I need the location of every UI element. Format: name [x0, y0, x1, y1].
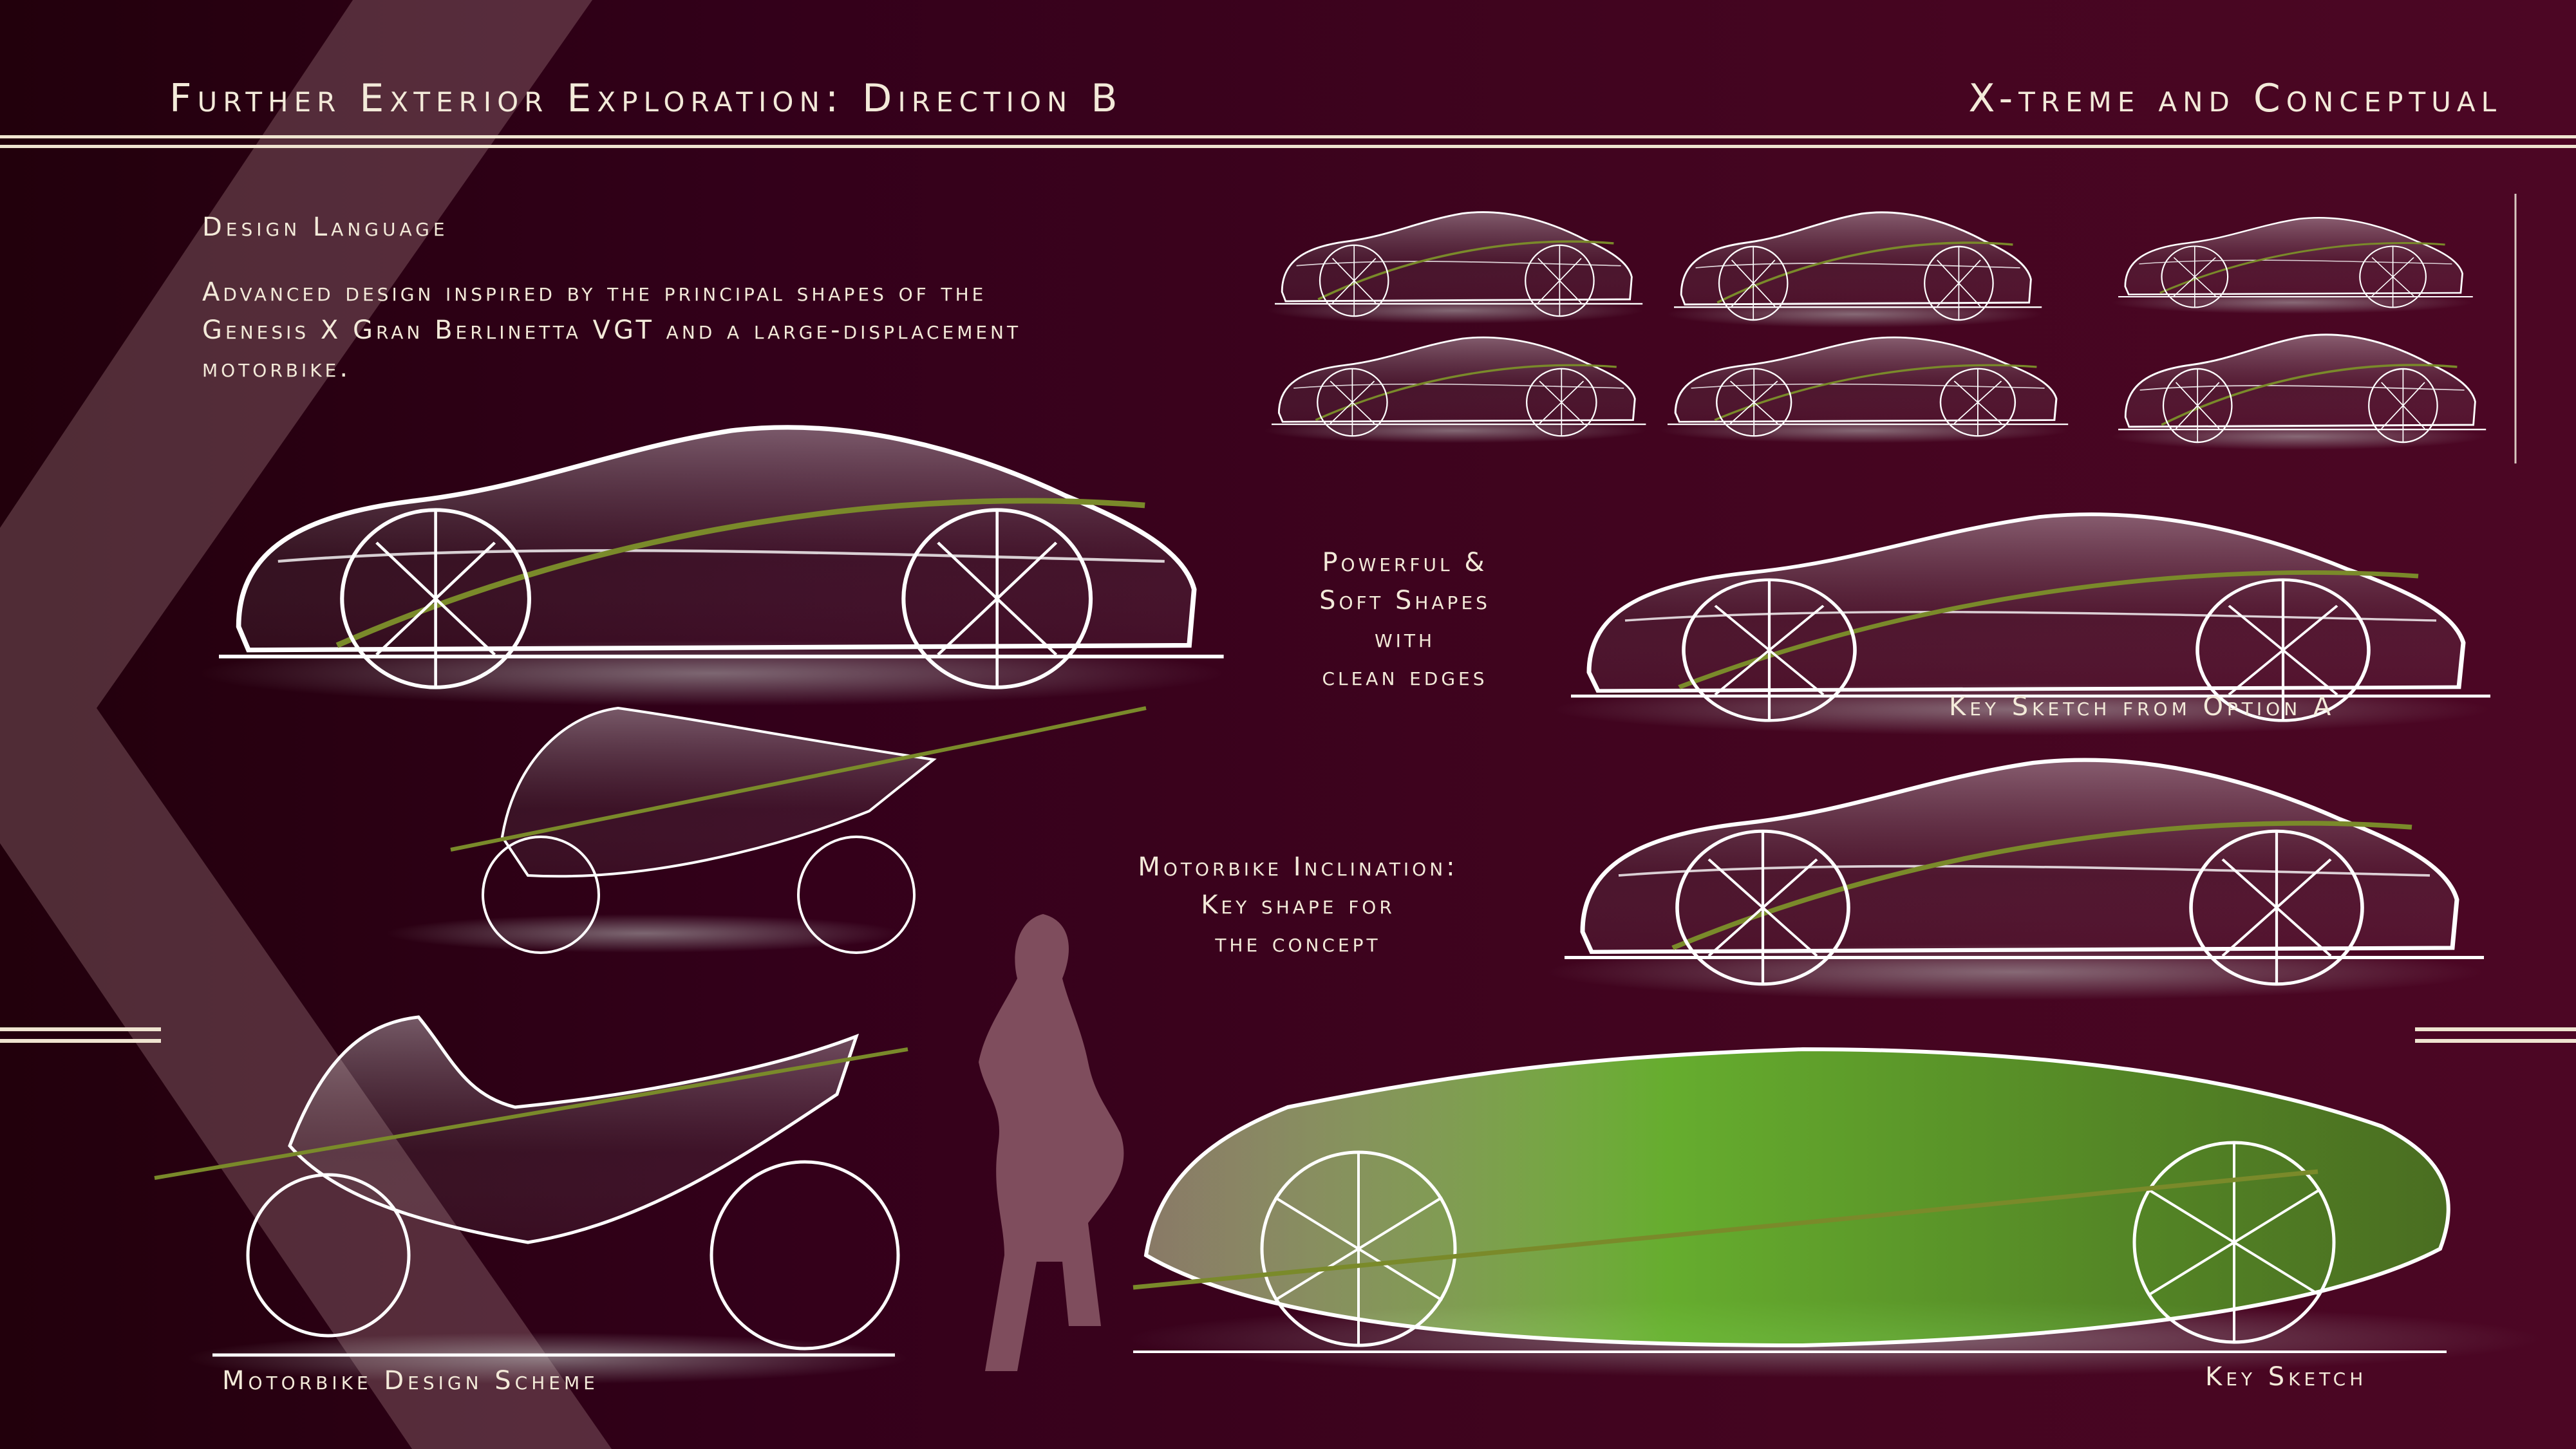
- design-language-heading: Design Language: [202, 212, 449, 242]
- design-language-line: Advanced design inspired by the principa…: [202, 277, 987, 307]
- left-accent-bar: [0, 1027, 161, 1031]
- note-line: Motorbike Inclination:: [1138, 852, 1458, 882]
- left-accent-bar: [0, 1039, 161, 1043]
- note-line: with: [1374, 624, 1436, 653]
- thumbnail-sketch-2: [1666, 211, 2043, 329]
- side-view-car-sketch: [199, 427, 1223, 706]
- design-language-line: Genesis X Gran Berlinetta VGT and a larg…: [202, 315, 1022, 345]
- powerful-shapes-note: Powerful & Soft Shapes with clean edges: [1276, 544, 1534, 696]
- motorbike-side-sketch: [386, 706, 1147, 954]
- motorbike-caption: Motorbike Design Scheme: [222, 1366, 599, 1396]
- right-accent-bar: [2415, 1039, 2576, 1043]
- header-rule-top: [0, 135, 2576, 138]
- thumbnail-sketch-4: [1263, 336, 1648, 444]
- thumbnail-sketch-6: [2110, 333, 2487, 451]
- design-language-line: motorbike.: [202, 353, 352, 383]
- thumbnail-sketch-5: [1658, 336, 2070, 445]
- right-accent-bar: [2415, 1027, 2576, 1031]
- thumbnail-sketch-1: [1266, 210, 1644, 325]
- rider-silhouette: [979, 914, 1124, 1371]
- design-language-text: Advanced design inspired by the principa…: [202, 274, 1021, 388]
- chevron-band-lower: [0, 708, 612, 1449]
- note-line: Soft Shapes: [1319, 586, 1490, 615]
- motorbike-design-sketch: [154, 1015, 908, 1384]
- page-title: Further Exterior Exploration: Direction …: [169, 76, 1123, 121]
- option-a-caption: Key Sketch from Option A: [1949, 692, 2335, 722]
- header-rule-bottom: [0, 145, 2576, 148]
- inclination-note: Motorbike Inclination: Key shape for the…: [1073, 848, 1523, 962]
- note-line: Key shape for: [1201, 890, 1395, 920]
- thumbnail-sketch-3: [2110, 216, 2474, 315]
- chevron-band-upper: [0, 0, 592, 708]
- page-tagline: X-treme and Conceptual: [1968, 76, 2502, 121]
- key-sketch-caption: Key Sketch: [2205, 1362, 2367, 1392]
- inclination-car-sketch: [1547, 760, 2484, 1000]
- note-line: clean edges: [1322, 662, 1488, 691]
- note-line: the concept: [1215, 928, 1381, 958]
- note-line: Powerful &: [1322, 548, 1488, 577]
- key-sketch-car: [1127, 1047, 2543, 1378]
